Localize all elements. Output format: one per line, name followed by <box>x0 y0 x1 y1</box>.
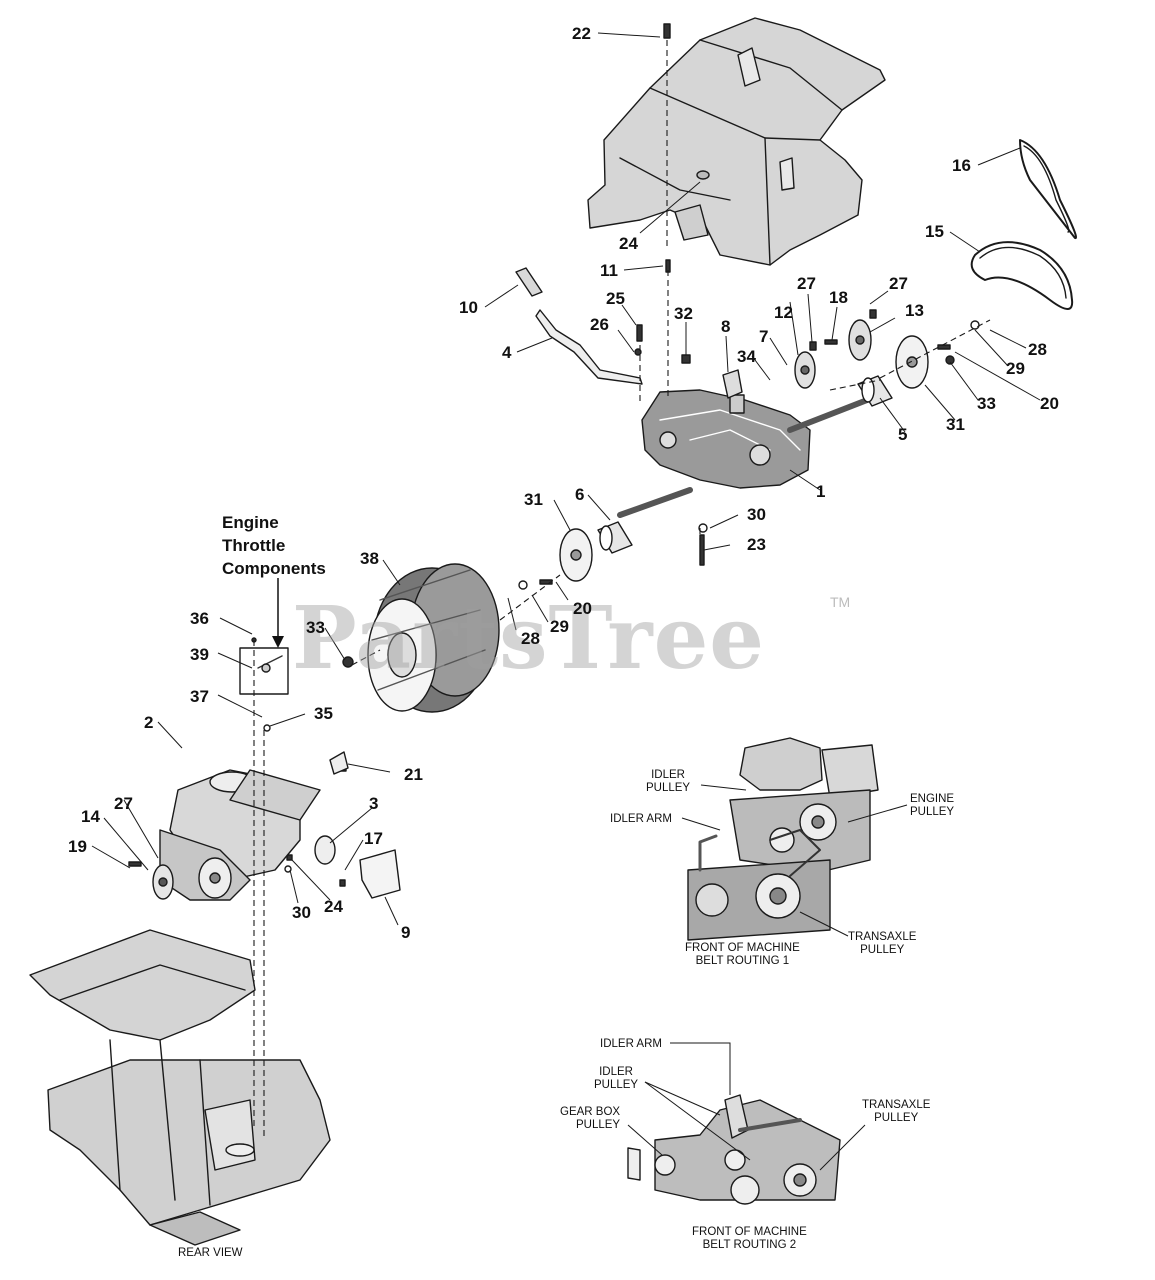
callout-32: 32 <box>674 304 693 323</box>
br1-caption: FRONT OF MACHINE BELT ROUTING 1 <box>685 942 800 968</box>
callout-12: 12 <box>774 303 793 322</box>
callout-35: 35 <box>314 704 333 723</box>
callout-1: 1 <box>816 482 826 501</box>
title-line-3: Components <box>222 558 326 578</box>
callout-28: 28 <box>1028 340 1047 359</box>
callout-23: 23 <box>747 535 766 554</box>
wheel-38 <box>367 563 500 713</box>
shift-lever <box>515 267 643 385</box>
callout-29: 29 <box>550 617 569 636</box>
br2-idler-pulley-label: IDLER PULLEY <box>594 1066 639 1092</box>
callout-38: 38 <box>360 549 379 568</box>
callout-17: 17 <box>364 829 383 848</box>
br1-idler-arm-label: IDLER ARM <box>610 813 672 825</box>
callout-13: 13 <box>905 301 924 320</box>
engine <box>159 751 349 901</box>
callout-25: 25 <box>606 289 625 308</box>
guard-9 <box>359 849 401 899</box>
callout-6: 6 <box>575 485 585 504</box>
watermark-trademark: TM <box>830 594 851 610</box>
callout-39: 39 <box>190 645 209 664</box>
throttle-arrow <box>272 578 284 648</box>
spacer-5 <box>857 375 893 407</box>
rear-view-caption: REAR VIEW <box>178 1247 243 1259</box>
belt-routing-2-illustration <box>627 1094 841 1205</box>
callout-9: 9 <box>401 923 411 942</box>
br1-engine-pulley-label: ENGINE PULLEY <box>910 793 955 819</box>
cap-8 <box>722 369 743 399</box>
callout-20: 20 <box>1040 394 1059 413</box>
callout-22: 22 <box>572 24 591 43</box>
rear-view-chassis <box>29 929 331 1246</box>
pulley-13 <box>848 319 872 361</box>
upper-housing <box>587 17 886 266</box>
callout-26: 26 <box>590 315 609 334</box>
alignment-lines <box>253 40 991 1140</box>
callout-16: 16 <box>952 156 971 175</box>
callout-7: 7 <box>759 327 769 346</box>
callout-8: 8 <box>721 317 731 336</box>
callout-34: 34 <box>737 347 756 366</box>
callout-20: 20 <box>573 599 592 618</box>
engine-throttle-components-title: Engine Throttle Components <box>222 512 326 581</box>
br2-idler-arm-label: IDLER ARM <box>600 1038 662 1050</box>
callout-18: 18 <box>829 288 848 307</box>
spacer-6 <box>597 521 633 554</box>
hardware <box>128 23 980 887</box>
callout-33: 33 <box>306 618 325 637</box>
callout-24: 24 <box>324 897 343 916</box>
callout-30: 30 <box>292 903 311 922</box>
hub-3 <box>314 835 336 865</box>
callout-29: 29 <box>1006 359 1025 378</box>
leader-lines <box>91 32 1041 1171</box>
callout-2: 2 <box>144 713 154 732</box>
watermark: PartsTree <box>292 588 766 689</box>
engine-pulley-14 <box>152 864 174 900</box>
br2-caption: FRONT OF MACHINE BELT ROUTING 2 <box>692 1226 807 1252</box>
callout-33: 33 <box>977 394 996 413</box>
callout-10: 10 <box>459 298 478 317</box>
callout-36: 36 <box>190 609 209 628</box>
callout-19: 19 <box>68 837 87 856</box>
br2-transaxle-pulley-label: TRANSAXLE PULLEY <box>862 1099 931 1125</box>
callout-24: 24 <box>619 234 638 253</box>
title-line-2: Throttle <box>222 535 286 555</box>
callout-30: 30 <box>747 505 766 524</box>
callout-3: 3 <box>369 794 379 813</box>
throttle-box <box>239 647 289 695</box>
belt-routing-1-illustration <box>687 737 879 941</box>
hub-31-left <box>559 528 593 582</box>
belt-15 <box>970 241 1074 310</box>
belt-16 <box>1019 139 1077 239</box>
callout-37: 37 <box>190 687 209 706</box>
callout-27: 27 <box>797 274 816 293</box>
br1-transaxle-pulley-label: TRANSAXLE PULLEY <box>848 931 917 957</box>
title-line-1: Engine <box>222 513 279 532</box>
callout-27: 27 <box>889 274 908 293</box>
pulley-12 <box>794 351 816 389</box>
callout-28: 28 <box>521 629 540 648</box>
callout-21: 21 <box>404 765 423 784</box>
callout-14: 14 <box>81 807 100 826</box>
transaxle <box>617 389 883 518</box>
callout-15: 15 <box>925 222 944 241</box>
callout-27: 27 <box>114 794 133 813</box>
callout-31: 31 <box>524 490 543 509</box>
br1-idler-pulley-label: IDLER PULLEY <box>646 769 691 795</box>
callout-4: 4 <box>502 343 512 362</box>
callout-31: 31 <box>946 415 965 434</box>
callout-11: 11 <box>600 261 618 280</box>
callout-5: 5 <box>898 425 908 444</box>
br2-gear-box-pulley-label: GEAR BOX PULLEY <box>560 1106 621 1132</box>
hub-31-right <box>895 335 929 389</box>
